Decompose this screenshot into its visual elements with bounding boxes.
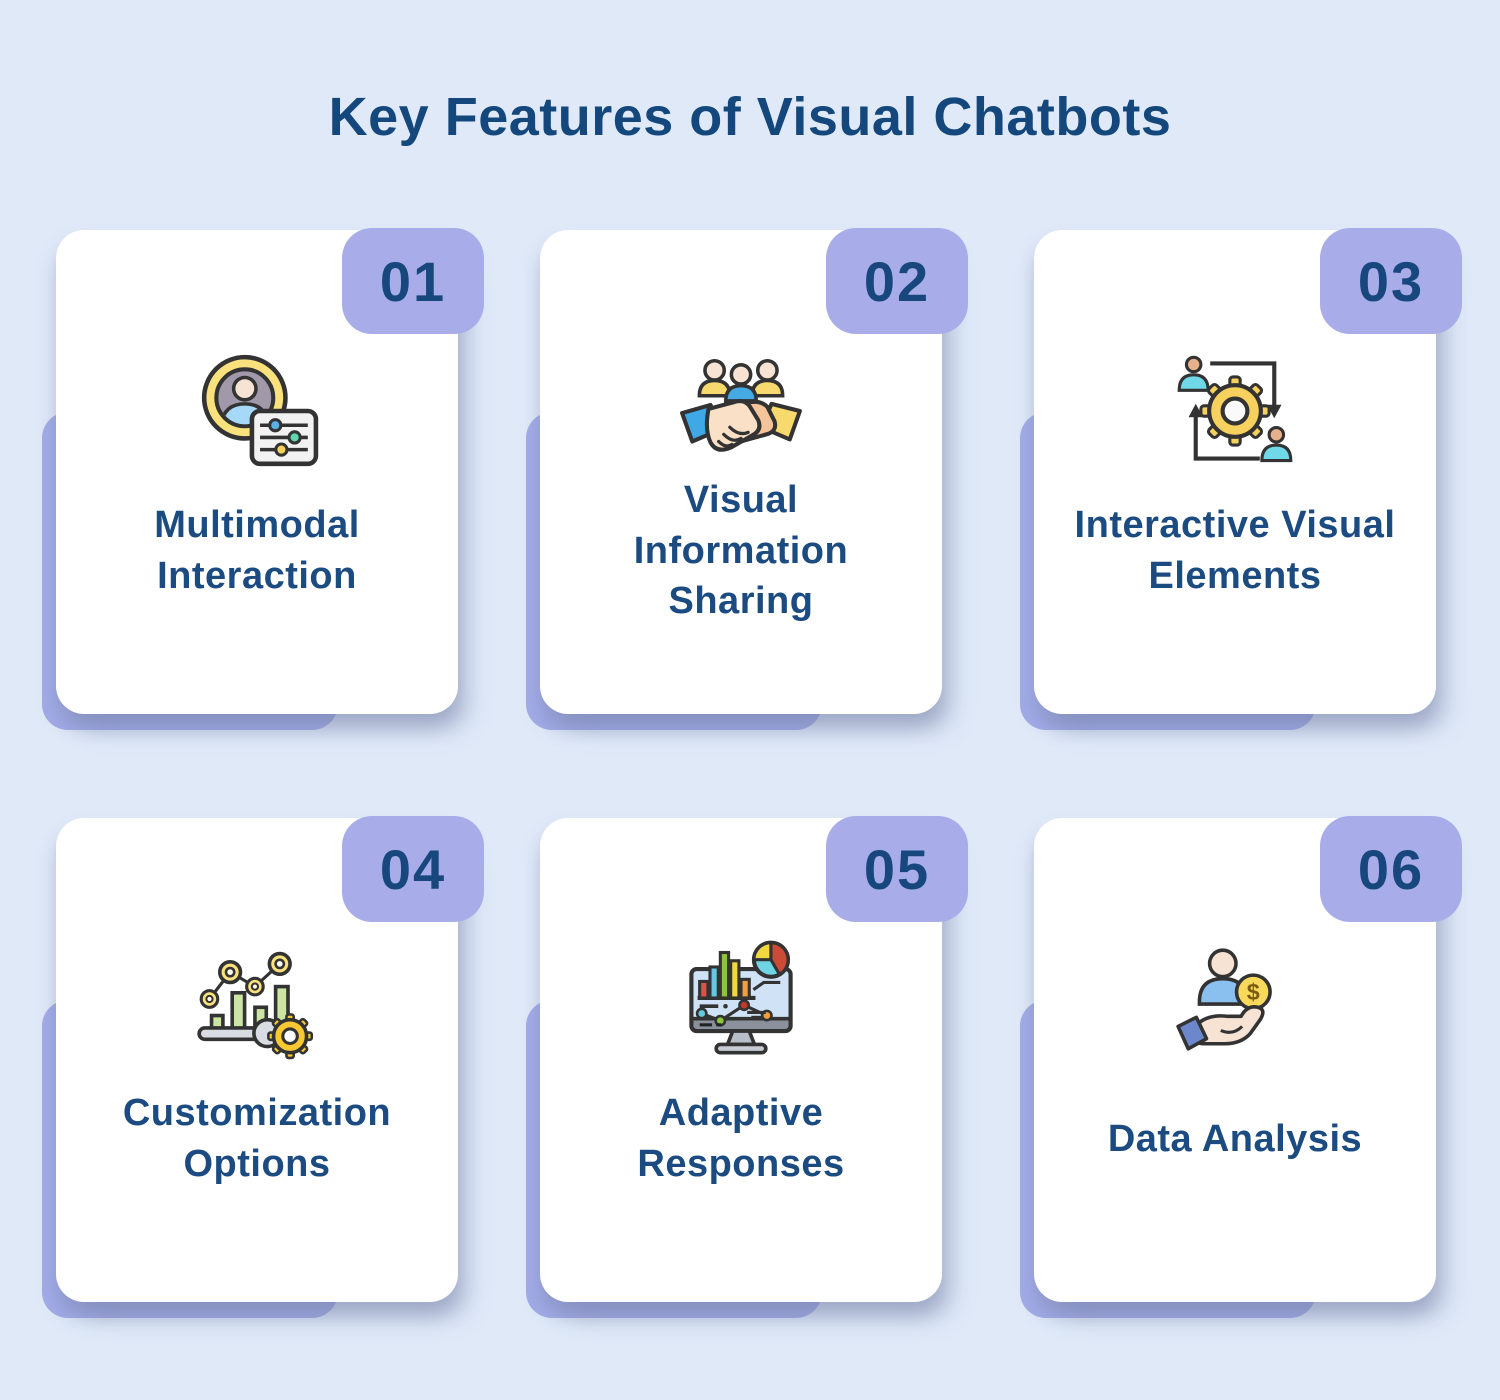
card-number: 06: [1357, 837, 1425, 901]
card-surface: 06 $ Data Analysis: [1034, 816, 1462, 1302]
feature-card-6: 06 $ Data Analysis: [1020, 816, 1462, 1318]
card-surface: 03: [1034, 228, 1462, 714]
card-number-badge: 04: [342, 816, 484, 922]
user-profile-settings-icon: [56, 346, 458, 476]
feature-card-4: 04: [42, 816, 484, 1318]
monitor-analytics-icon: [540, 934, 942, 1064]
page-title: Key Features of Visual Chatbots: [328, 87, 1172, 147]
card-title: Adaptive Responses: [637, 1092, 845, 1185]
card-title: Customization Options: [122, 1092, 392, 1185]
card-surface: 02 Visual Information Sharing: [540, 228, 968, 714]
card-number-badge: 05: [826, 816, 968, 922]
card-number: 03: [1357, 249, 1425, 313]
handshake-people-icon: [540, 346, 942, 476]
card-title: Interactive Visual Elements: [1074, 504, 1396, 597]
card-number-badge: 06: [1320, 816, 1462, 922]
process-user-gear-icon: [1034, 346, 1436, 476]
feature-card-1: 01: [42, 228, 484, 730]
card-number: 04: [379, 837, 447, 901]
card-surface: 04: [56, 816, 484, 1302]
dollar-symbol: $: [1247, 979, 1260, 1005]
card-number: 05: [863, 837, 931, 901]
card-number-badge: 02: [826, 228, 968, 334]
hand-user-coin-icon: $: [1034, 934, 1436, 1064]
feature-card-3: 03: [1020, 228, 1462, 730]
card-number-badge: 01: [342, 228, 484, 334]
card-title: Visual Information Sharing: [633, 478, 849, 623]
card-title: Data Analysis: [1107, 1117, 1363, 1160]
chart-wrench-gear-icon: [56, 934, 458, 1064]
feature-card-5: 05: [526, 816, 968, 1318]
card-number-badge: 03: [1320, 228, 1462, 334]
card-title: Multimodal Interaction: [154, 504, 360, 597]
card-surface: 05: [540, 816, 968, 1302]
card-surface: 01: [56, 228, 484, 714]
card-number: 01: [379, 249, 447, 313]
feature-card-2: 02 Visual Information Sharing: [526, 228, 968, 730]
card-number: 02: [863, 249, 931, 313]
